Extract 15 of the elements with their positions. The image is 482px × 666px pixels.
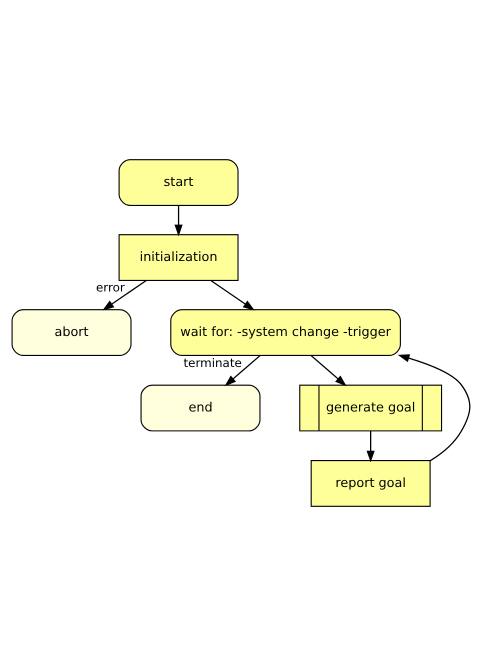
arrow — [398, 354, 470, 462]
arrow — [224, 355, 260, 386]
arrow — [210, 280, 255, 311]
edge-label: error — [96, 280, 125, 294]
node-box: report goal — [310, 460, 431, 507]
node-box: abort — [12, 309, 132, 356]
node-box: start — [118, 159, 239, 206]
node-box: initialization — [118, 234, 239, 281]
arrow — [174, 205, 183, 236]
arrow — [102, 280, 147, 311]
node-box: end — [140, 384, 261, 432]
node-box: wait for: -system change -trigger — [170, 309, 401, 356]
arrow — [310, 355, 347, 386]
edge-label: terminate — [184, 356, 242, 370]
arrow — [366, 431, 375, 462]
